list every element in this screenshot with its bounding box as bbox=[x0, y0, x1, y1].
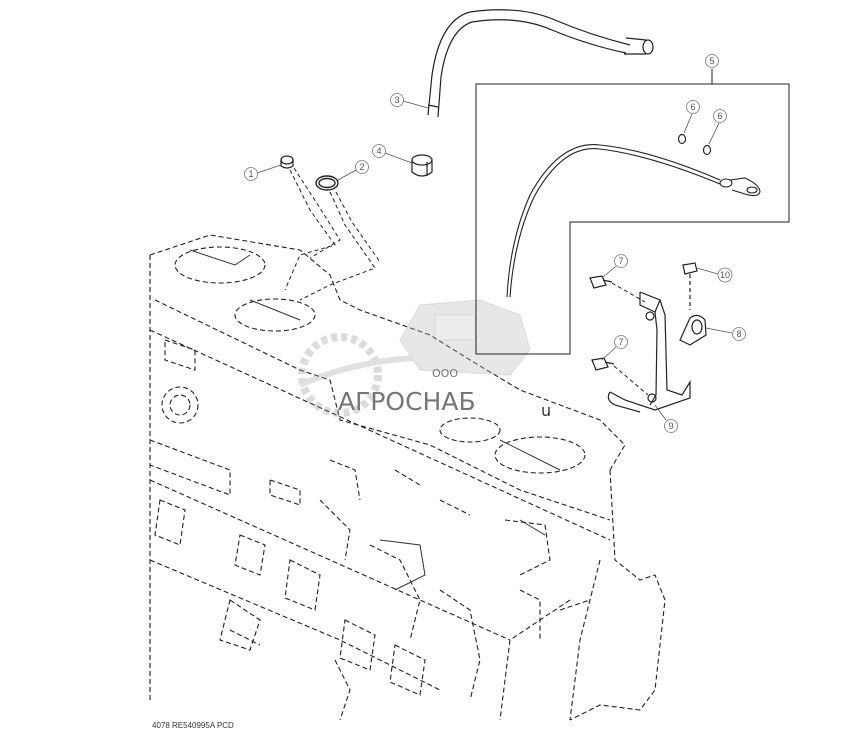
callout-7a-label: 7 bbox=[618, 256, 623, 266]
engine-block-details bbox=[189, 249, 561, 591]
part-2-oring bbox=[315, 175, 339, 191]
part-10-bolt bbox=[682, 262, 698, 310]
callout-9-label: 9 bbox=[668, 421, 673, 431]
callout-6a-label: 6 bbox=[690, 102, 695, 112]
watermark-suffix: u bbox=[541, 401, 551, 420]
callout-5 bbox=[705, 54, 719, 68]
callout-6b-label: 6 bbox=[717, 111, 722, 121]
part-1-plug bbox=[280, 155, 294, 169]
part-7-bolts bbox=[589, 275, 615, 371]
part-9-bracket bbox=[607, 291, 691, 413]
part-4-seal bbox=[411, 154, 433, 177]
callout-5-label: 5 bbox=[709, 56, 714, 66]
engine-block bbox=[149, 234, 666, 721]
dipstick bbox=[506, 144, 761, 298]
figure-code: 4078 RE540995A PCD bbox=[152, 721, 234, 730]
dipstick-tube bbox=[427, 9, 654, 118]
callout-6a bbox=[686, 100, 700, 114]
callout-7a bbox=[614, 254, 628, 268]
watermark-name: АГРОСНАБ bbox=[338, 387, 476, 416]
watermark-org: ООО bbox=[432, 367, 458, 380]
callout-3 bbox=[390, 93, 404, 107]
bracket-leaders bbox=[611, 282, 649, 396]
callout-1 bbox=[244, 167, 258, 181]
callout-2 bbox=[355, 160, 369, 174]
callout-7b-label: 7 bbox=[618, 337, 623, 347]
callout-10 bbox=[717, 267, 733, 283]
callout-8 bbox=[732, 327, 746, 341]
part-6-orings bbox=[677, 133, 712, 156]
part-8-clamp bbox=[679, 314, 707, 346]
callouts: 1 2 3 4 5 6 6 7 7 8 bbox=[244, 54, 746, 433]
callout-10-label: 10 bbox=[720, 270, 730, 280]
callout-6b bbox=[713, 109, 727, 123]
detail-box-frame bbox=[475, 83, 790, 355]
callout-4 bbox=[372, 144, 386, 158]
callout-8-label: 8 bbox=[736, 329, 741, 339]
callout-4-label: 4 bbox=[376, 146, 381, 156]
watermark-logo bbox=[298, 299, 531, 417]
assembly-leaders bbox=[284, 167, 381, 301]
callout-1-label: 1 bbox=[248, 169, 253, 179]
callout-3-label: 3 bbox=[394, 95, 399, 105]
callout-2-label: 2 bbox=[359, 162, 364, 172]
callout-7b bbox=[614, 335, 628, 349]
callout-9 bbox=[664, 419, 678, 433]
